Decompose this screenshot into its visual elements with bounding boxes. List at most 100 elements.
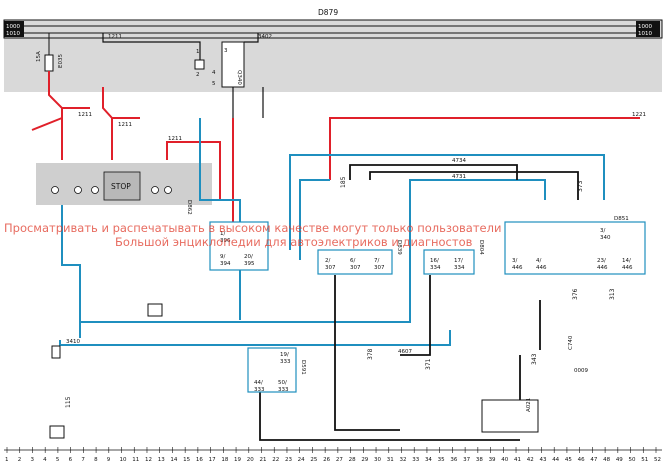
scale-label: 2	[18, 457, 22, 463]
scale-label: 46	[578, 457, 585, 463]
scale-label: 35	[438, 457, 445, 463]
scale-label: 7	[81, 457, 85, 463]
scale-label: 42	[527, 457, 534, 463]
b334-a: 16/	[430, 258, 439, 264]
scale-label: 14	[170, 457, 177, 463]
ground-symbol-left	[49, 425, 65, 439]
scale-label: 38	[476, 457, 483, 463]
red-wires	[31, 71, 640, 250]
label-a021: A021	[526, 398, 532, 412]
block-d591	[247, 347, 297, 393]
scale-label: 32	[399, 457, 406, 463]
b446-a: 3/	[512, 258, 517, 264]
relay-coil	[194, 59, 205, 70]
scale-label: 31	[387, 457, 394, 463]
diagram-title: D879	[318, 8, 338, 17]
terminal-373: 373	[577, 180, 584, 192]
terminal-313: 313	[609, 288, 616, 300]
b307-b: 307	[325, 265, 336, 271]
scale-label: 13	[158, 457, 165, 463]
scale-label: 22	[272, 457, 279, 463]
b334-d: 334	[454, 265, 465, 271]
terminal-labels: 185 373 115 378 371 343 376 313	[65, 176, 616, 408]
relay-pin-5: 5	[212, 81, 216, 87]
terminal-185: 185	[340, 176, 347, 188]
b340-a: 3/	[600, 228, 605, 234]
b340-b: 340	[600, 235, 611, 241]
label-d862: D862	[186, 200, 192, 215]
b396-f: 395	[244, 261, 255, 267]
scale-label: 8	[94, 457, 98, 463]
b307-d: 307	[350, 265, 361, 271]
b396-a: 1/	[220, 231, 225, 237]
relay-pin-4: 4	[212, 70, 216, 76]
scale-label: 27	[336, 457, 343, 463]
scale-label: 17	[209, 457, 216, 463]
b446-d: 446	[536, 265, 547, 271]
scale-label: 24	[298, 457, 305, 463]
b396-c: 9/	[220, 254, 225, 260]
wire-0009: 0009	[574, 368, 588, 374]
b333-f: 333	[278, 387, 289, 393]
scale-label: 25	[310, 457, 317, 463]
scale-label: 51	[641, 457, 648, 463]
bus-label-right-2: 1010	[638, 31, 652, 37]
bus-label-left-1: 1000	[6, 24, 20, 30]
scale-label: 29	[361, 457, 368, 463]
scale-label: 37	[463, 457, 470, 463]
scale-label: 47	[590, 457, 597, 463]
b333-b: 333	[280, 359, 291, 365]
power-distribution-area	[4, 20, 662, 92]
wire-3410: 3410	[66, 339, 80, 345]
watermark-line-2: Большой энциклопедии для автоэлектриков …	[115, 235, 473, 249]
relay-pin-1: 1	[196, 49, 200, 55]
scale-label: 1	[5, 457, 9, 463]
b307-e: 7/	[374, 258, 379, 264]
block-d839	[317, 249, 393, 275]
scale-label: 43	[539, 457, 546, 463]
b446-c: 4/	[536, 258, 541, 264]
scale-label: 18	[221, 457, 228, 463]
block-d804	[423, 249, 475, 275]
fuse-code: E035	[58, 54, 64, 68]
ground-symbol-mid	[147, 303, 163, 317]
b446-b: 446	[512, 265, 523, 271]
scale-label: 28	[349, 457, 356, 463]
b333-c: 44/	[254, 380, 263, 386]
black-wires	[259, 164, 579, 441]
scale-label: 9	[107, 457, 111, 463]
b446-f: 446	[597, 265, 608, 271]
stop-lamp-block	[103, 171, 141, 201]
scale-label: 34	[425, 457, 432, 463]
scale-label: 50	[629, 457, 636, 463]
b333-a: 19/	[280, 352, 289, 358]
b446-e: 23/	[597, 258, 606, 264]
b333-e: 50/	[278, 380, 287, 386]
scale-label: 48	[603, 457, 610, 463]
label-c740: C740	[568, 335, 574, 350]
relay-pin-3: 3	[224, 48, 228, 54]
b396-d: 394	[220, 261, 231, 267]
label-d804: D804	[478, 240, 484, 255]
block-d851	[504, 221, 646, 275]
block-a021	[481, 399, 539, 433]
block-d862	[209, 221, 269, 271]
b334-c: 17/	[454, 258, 463, 264]
scale-label: 40	[501, 457, 508, 463]
scale-label: 21	[260, 457, 267, 463]
watermark-line-1: Просматривать и распечатывать в высоком …	[4, 221, 501, 235]
lamp-symbols	[51, 186, 172, 194]
stop-label: STOP	[111, 182, 131, 191]
scale-label: 52	[654, 457, 661, 463]
scale-label: 11	[132, 457, 139, 463]
top-ref-1211: 1211	[108, 34, 122, 40]
scale-label: 4	[43, 457, 47, 463]
wire-1211-c: 1211	[168, 136, 182, 142]
terminal-343: 343	[531, 353, 538, 365]
scale-label: 33	[412, 457, 419, 463]
wire-4734: 4734	[452, 158, 466, 164]
scale-label: 45	[565, 457, 572, 463]
wire-1211-a: 1211	[78, 112, 92, 118]
